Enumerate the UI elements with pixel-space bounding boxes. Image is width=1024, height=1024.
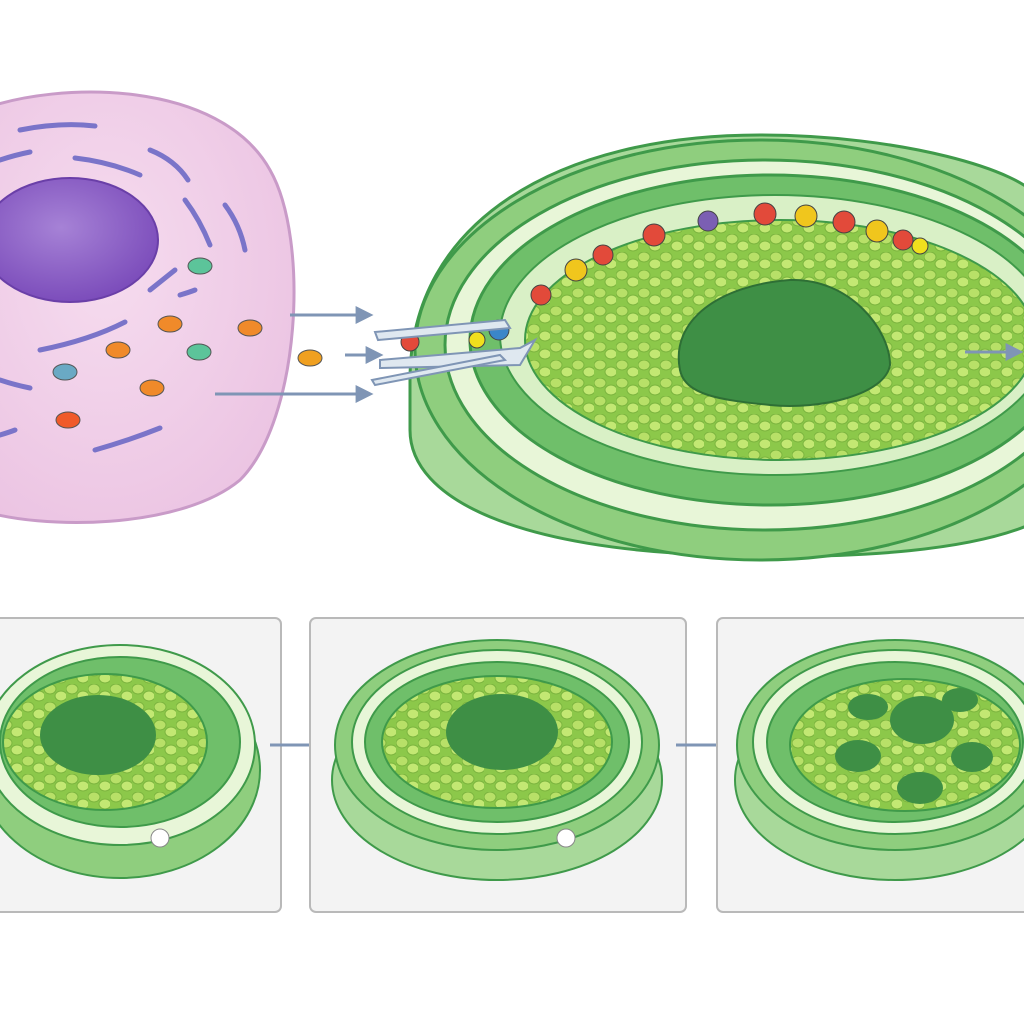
panel-stage-1 — [0, 617, 282, 913]
plant-nucleus — [677, 278, 892, 407]
endoplasmic-reticulum — [0, 122, 248, 453]
injection-needle — [370, 318, 538, 387]
animal-nucleus — [0, 177, 159, 303]
plant-cell-large — [370, 133, 1024, 562]
vesicles — [52, 257, 323, 429]
transfer-arrows — [215, 306, 384, 403]
panel-stage-3 — [716, 617, 1024, 913]
multiple-nuclei — [835, 688, 993, 804]
animal-cell — [0, 90, 323, 524]
panel-stage-2 — [309, 617, 687, 913]
